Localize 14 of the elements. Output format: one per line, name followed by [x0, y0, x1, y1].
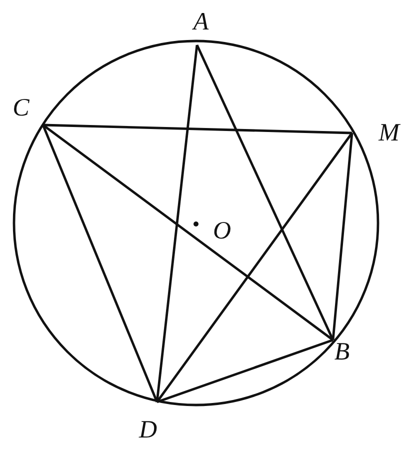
point-label: O [212, 218, 232, 244]
line-segment [156, 132, 353, 403]
line-segment [42, 124, 352, 134]
line-segment [196, 44, 334, 340]
point-label: B [334, 340, 350, 364]
line-segment [42, 124, 158, 402]
line-segment [156, 338, 334, 404]
line-segment [332, 132, 354, 340]
point-label: M [378, 120, 400, 146]
point-label: C [12, 96, 30, 120]
line-segment [42, 124, 334, 341]
line-segment [156, 44, 198, 402]
point-label: D [138, 418, 158, 442]
point-label: A [193, 10, 209, 34]
